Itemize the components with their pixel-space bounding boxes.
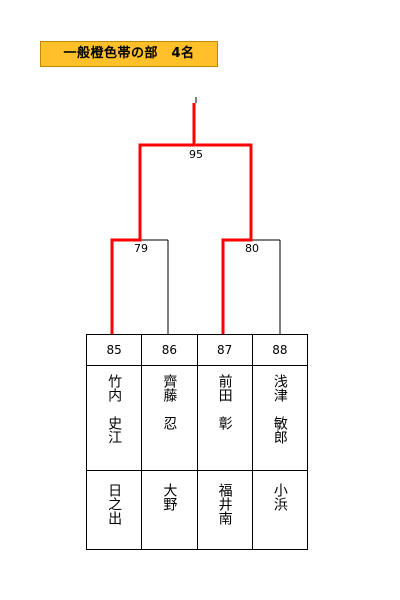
player-number: 87 [196,334,253,366]
winner-paths [110,103,253,334]
player-club: 大野 [161,483,178,511]
player-club: 小浜 [271,483,288,511]
player-number: 85 [85,334,143,366]
player-name: 浅津 敏郎 [271,374,288,444]
player-club-cell: 大野 [141,470,198,550]
player-club: 福井南 [216,483,233,525]
player-number: 88 [251,334,309,366]
player-name: 齊藤 忍 [161,374,178,430]
player-number-row: 85 86 87 88 [85,334,309,366]
match-label-final: 95 [189,148,203,161]
player-name-cell: 浅津 敏郎 [251,365,309,471]
winner-path-left [110,103,196,334]
player-name: 前田 彰 [216,374,233,430]
players-table: 85 86 87 88 竹内 史江 齊藤 忍 前田 彰 浅津 敏郎 日之出 大野… [85,334,309,550]
player-club-cell: 小浜 [251,470,309,550]
bracket-title: 一般橙色帯の部 4名 [40,41,218,67]
match-label-semi-left: 79 [134,242,148,255]
match-label-semi-right: 80 [245,242,259,255]
player-name-cell: 齊藤 忍 [141,365,198,471]
player-club-cell: 福井南 [196,470,253,550]
player-club-row: 日之出 大野 福井南 小浜 [85,470,309,550]
player-club: 日之出 [106,483,123,525]
player-name-row: 竹内 史江 齊藤 忍 前田 彰 浅津 敏郎 [85,365,309,471]
player-number: 86 [141,334,198,366]
winner-path-right [196,143,253,334]
player-name-cell: 竹内 史江 [85,365,143,471]
player-club-cell: 日之出 [85,470,143,550]
bracket-lines [112,97,281,334]
player-name-cell: 前田 彰 [196,365,253,471]
player-name: 竹内 史江 [106,374,123,444]
